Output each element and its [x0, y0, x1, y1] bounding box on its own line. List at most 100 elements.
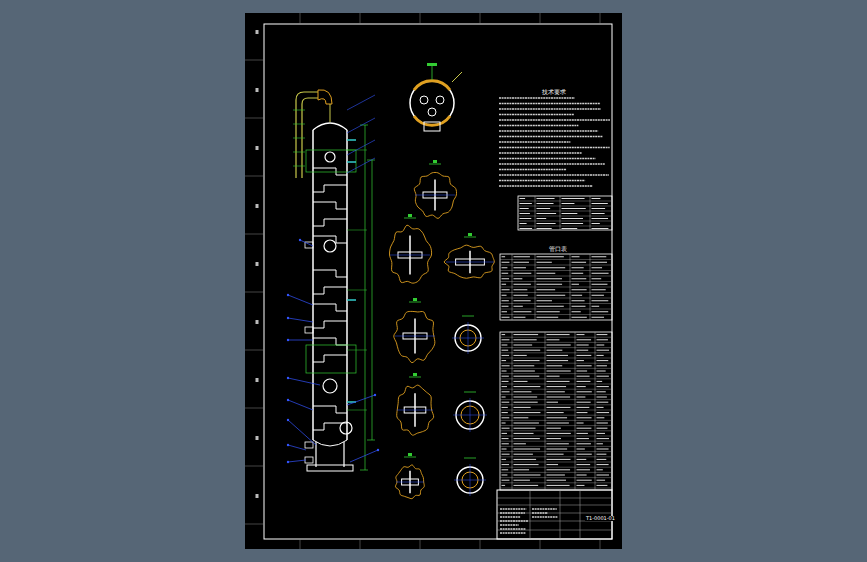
table-row [500, 298, 612, 299]
table-text [597, 334, 608, 335]
note-line [499, 152, 582, 153]
table-text [502, 469, 509, 470]
view-mark [427, 63, 437, 66]
table-row [500, 281, 612, 282]
table-text [537, 278, 562, 279]
table-text [577, 334, 585, 335]
table-text [577, 371, 588, 372]
note-line [499, 174, 609, 175]
table-text [502, 311, 507, 312]
center-line [397, 410, 433, 411]
table-text [502, 381, 509, 382]
table-text [502, 475, 508, 476]
table-text [520, 223, 527, 224]
table-col [575, 332, 576, 490]
table-text [520, 213, 530, 214]
table-text [514, 339, 537, 340]
sheet-border [264, 24, 612, 539]
table-text [597, 402, 609, 403]
zone-mark [256, 204, 259, 208]
table-text [562, 213, 578, 214]
table-text [537, 198, 555, 199]
title-row [497, 505, 612, 506]
table-row [500, 292, 612, 293]
table-text [502, 433, 507, 434]
table-text [597, 443, 603, 444]
note-line [500, 532, 526, 533]
table-text [597, 464, 609, 465]
table-text [592, 295, 604, 296]
table-text [577, 397, 586, 398]
table-text [502, 334, 506, 335]
note-line [499, 119, 610, 120]
leader-line [347, 95, 375, 110]
table-text [547, 449, 568, 450]
nozzle [347, 299, 356, 301]
table-text [514, 334, 539, 335]
table-text [597, 449, 609, 450]
view-mark [429, 164, 441, 165]
table-text [514, 300, 531, 301]
table-text [514, 317, 526, 318]
table-text [572, 295, 583, 296]
note-line [532, 512, 548, 513]
zone-mark [256, 378, 259, 382]
table-text [577, 469, 590, 470]
table-text [537, 273, 556, 274]
table-col [590, 196, 591, 230]
table-row [500, 314, 612, 315]
note-line [499, 97, 575, 98]
table-col [590, 254, 591, 320]
table-text [502, 360, 507, 361]
table-text [592, 208, 606, 209]
pipe-support [293, 138, 305, 139]
table-text [572, 306, 586, 307]
table-text [502, 317, 510, 318]
leader-line [347, 158, 375, 173]
table-text [514, 262, 529, 263]
table-text [502, 480, 510, 481]
table-text [514, 475, 541, 476]
table-text [577, 345, 589, 346]
zone-mark [256, 262, 259, 266]
table-text [592, 203, 608, 204]
table-text [547, 459, 571, 460]
table-col [512, 332, 513, 490]
table-text [502, 256, 506, 257]
table-text [514, 295, 528, 296]
table-text [514, 355, 527, 356]
table-text [514, 345, 533, 346]
pipe-elbow [318, 90, 332, 104]
tray [313, 219, 347, 226]
nozzle [347, 161, 356, 163]
break-outline [444, 245, 494, 278]
table-text [537, 295, 566, 296]
note-line [532, 508, 557, 509]
bottom-head [313, 440, 347, 446]
table-text [502, 267, 508, 268]
note-line [499, 108, 601, 109]
table-text [514, 423, 539, 424]
pipe-support [293, 166, 305, 167]
table-text [514, 376, 540, 377]
tray [313, 185, 347, 192]
break-outline [414, 172, 456, 218]
zone-mark [256, 320, 259, 324]
table-text [572, 262, 587, 263]
table-text [597, 433, 605, 434]
table-text [577, 475, 587, 476]
leader-line [288, 400, 313, 410]
zone-tick [540, 539, 541, 549]
table-text [577, 433, 588, 434]
table-text [502, 407, 508, 408]
table-text [502, 412, 508, 413]
section-hole [420, 96, 428, 104]
table-text [547, 469, 571, 470]
leader-line [300, 240, 313, 246]
title-row [497, 530, 612, 531]
table-text [502, 262, 510, 263]
break-outline [390, 225, 432, 283]
table-text [597, 423, 608, 424]
table-text [572, 289, 587, 290]
